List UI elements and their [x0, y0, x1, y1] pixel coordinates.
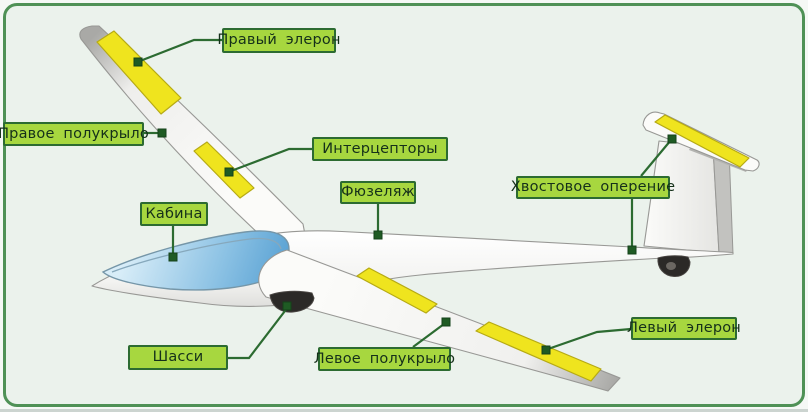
leader-right-aileron	[139, 38, 222, 63]
label-left-aileron: Левый элерон	[627, 317, 741, 340]
leader-left-halfwing	[412, 323, 445, 348]
stabilizer-stripe	[654, 114, 750, 168]
main-wheel	[269, 290, 315, 313]
anchor-interceptors	[224, 167, 234, 177]
anchor-cabin	[168, 252, 178, 262]
right-interceptor-stripe	[193, 141, 255, 199]
anchor-right-aileron	[133, 57, 143, 67]
page-bottom-edge	[0, 409, 808, 412]
leader-tail-upper	[640, 139, 672, 177]
leader-chassis	[228, 306, 289, 360]
tail-wheel-hub	[666, 262, 676, 270]
label-interceptors: Интерцепторы	[312, 137, 448, 161]
right-aileron-stripe	[96, 30, 182, 115]
anchor-left-halfwing	[441, 317, 451, 327]
leader-interceptors	[230, 147, 312, 173]
anchor-tail-upper	[667, 134, 677, 144]
anchor-tail-lower	[627, 245, 637, 255]
anchor-left-aileron	[541, 345, 551, 355]
canopy-frame-line	[111, 237, 282, 273]
left-interceptor-stripe	[356, 267, 438, 314]
label-right-halfwing: Правое полукрыло	[0, 122, 149, 146]
anchor-chassis	[282, 301, 292, 311]
left-aileron-stripe	[475, 321, 602, 382]
label-fuselage: Фюзеляж	[340, 181, 416, 204]
leader-left-aileron	[547, 327, 632, 351]
label-tail-unit: Хвостовое оперение	[511, 176, 675, 199]
label-cabin: Кабина	[140, 202, 208, 226]
anchor-fuselage	[373, 230, 383, 240]
label-left-halfwing: Левое полукрыло	[314, 347, 455, 371]
label-right-aileron: Правый элерон	[217, 28, 340, 53]
anchor-right-halfwing	[157, 128, 167, 138]
label-chassis: Шасси	[128, 345, 228, 370]
